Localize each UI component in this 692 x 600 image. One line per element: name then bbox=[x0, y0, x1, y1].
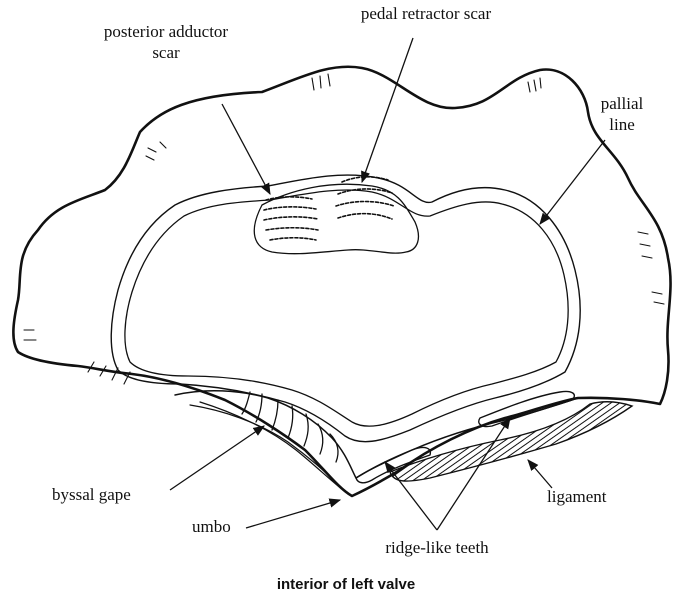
label-pallial-line2: line bbox=[609, 115, 635, 134]
label-umbo: umbo bbox=[192, 517, 231, 536]
leader-posterior-adductor bbox=[222, 104, 270, 194]
shell-margin-ticks bbox=[24, 74, 664, 384]
byssal-gape-outer bbox=[200, 402, 348, 494]
leader-lines bbox=[170, 38, 605, 530]
label-pedal-retractor: pedal retractor scar bbox=[361, 4, 492, 23]
leader-ligament bbox=[528, 460, 552, 488]
hinge-growth-lines bbox=[242, 392, 338, 462]
label-posterior-adductor-line2: scar bbox=[152, 43, 180, 62]
label-byssal-gape: byssal gape bbox=[52, 485, 131, 504]
label-pallial-line1: pallial bbox=[601, 94, 644, 113]
leader-pedal-retractor bbox=[362, 38, 413, 182]
posterior-adductor-marks bbox=[264, 197, 318, 240]
figure-caption: interior of left valve bbox=[277, 576, 415, 593]
pallial-line bbox=[125, 190, 568, 426]
muscle-scar-area bbox=[254, 184, 418, 253]
pedal-retractor-marks bbox=[336, 177, 394, 219]
label-posterior-adductor-line1: posterior adductor bbox=[104, 22, 228, 41]
leader-byssal-gape bbox=[170, 426, 264, 490]
leader-umbo bbox=[246, 500, 340, 528]
label-ridge-like-teeth: ridge-like teeth bbox=[385, 538, 489, 557]
leader-pallial-line bbox=[540, 140, 605, 224]
label-ligament: ligament bbox=[547, 487, 607, 506]
ligament-band bbox=[390, 402, 632, 481]
